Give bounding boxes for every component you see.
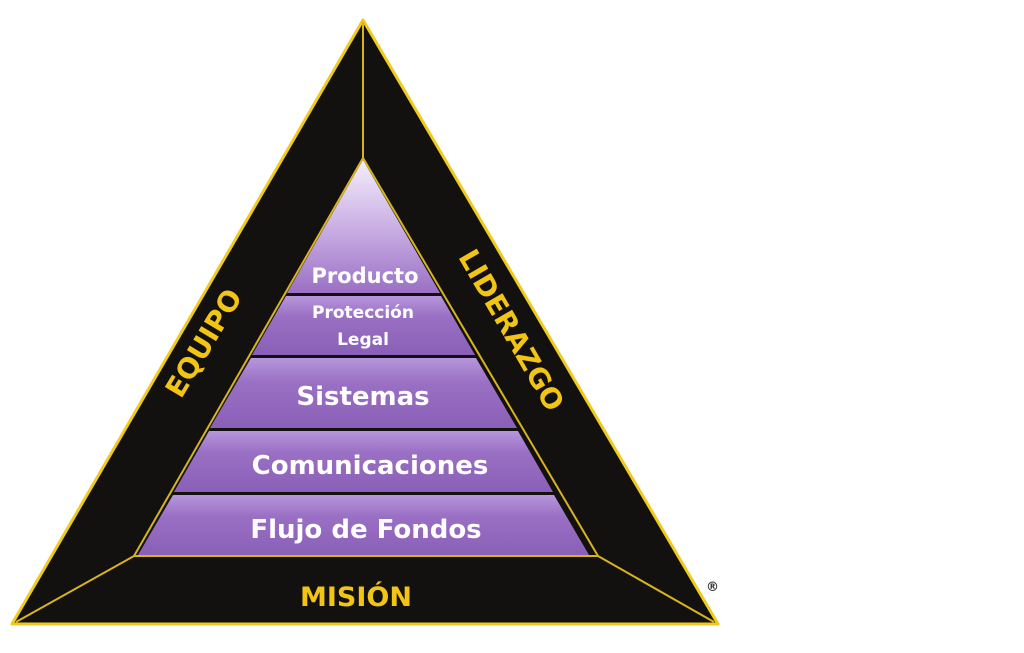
side-label-mision: MISIÓN bbox=[300, 581, 412, 613]
level-label-comunicaciones: Comunicaciones bbox=[252, 451, 489, 481]
level-band-producto bbox=[287, 160, 440, 293]
level-label-proteccion: Protección bbox=[312, 303, 414, 323]
inner-frame-lines bbox=[15, 22, 715, 623]
level-band-comunicaciones bbox=[174, 431, 553, 492]
level-label-producto: Producto bbox=[311, 264, 418, 288]
level-band-proteccion bbox=[252, 296, 475, 355]
level-label-flujo: Flujo de Fondos bbox=[250, 515, 481, 545]
level-label-legal: Legal bbox=[337, 330, 389, 350]
level-band-sistemas bbox=[210, 358, 517, 428]
level-band-flujo bbox=[138, 495, 589, 555]
registered-mark: ® bbox=[706, 580, 719, 595]
level-label-sistemas: Sistemas bbox=[296, 382, 429, 412]
level-bands bbox=[138, 160, 589, 555]
